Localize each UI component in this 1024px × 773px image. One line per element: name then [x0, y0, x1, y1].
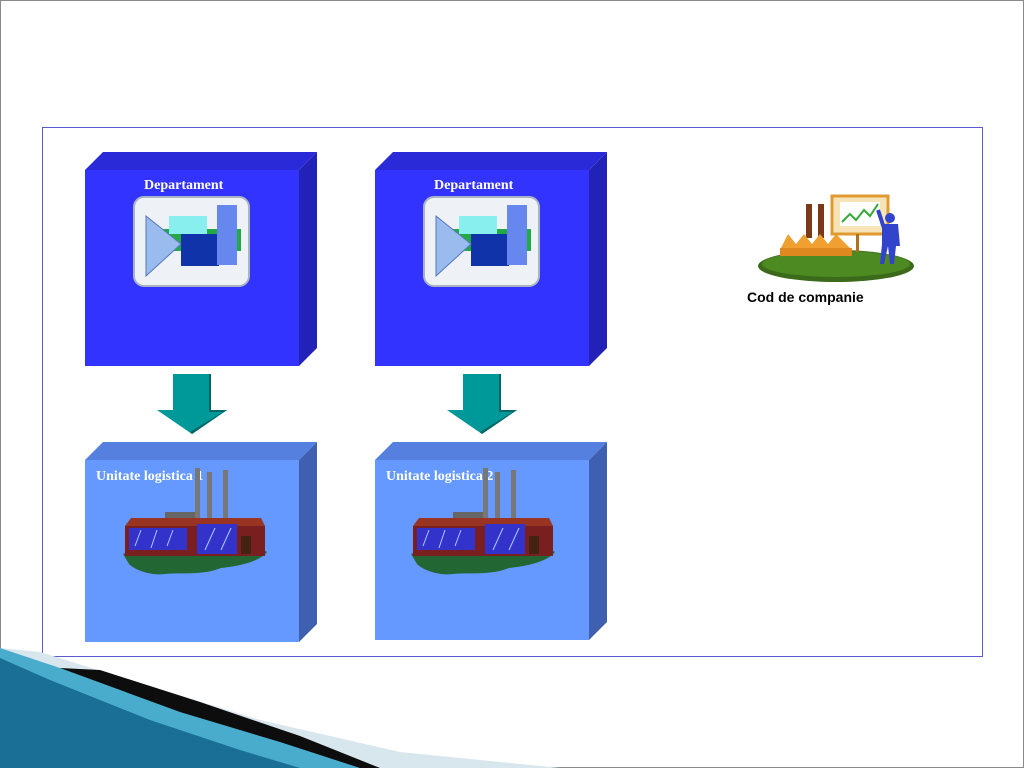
company-code-label: Cod de companie [747, 289, 864, 305]
decorative-swoosh [0, 640, 600, 773]
logistics-unit-label-1: Unitate logistica 1 [96, 469, 204, 484]
department-label-1: Departament [144, 178, 224, 193]
arrow-down-icon [157, 374, 229, 441]
company-presentation-icon [756, 194, 920, 291]
arrow-down-icon [447, 374, 519, 441]
logistics-unit-label-2: Unitate logistica 2 [386, 469, 494, 484]
department-label-2: Departament [434, 178, 514, 193]
